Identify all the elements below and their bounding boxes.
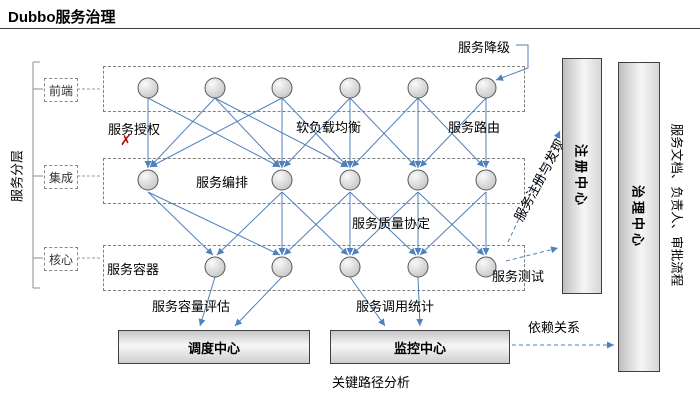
label-service-container: 服务容器 xyxy=(107,262,160,277)
monitor-center-box: 监控中心 xyxy=(330,330,510,364)
dispatch-center-label: 调度中心 xyxy=(187,340,240,356)
page-title: Dubbo服务治理 xyxy=(8,9,116,26)
row-frame-core xyxy=(103,245,525,291)
layer-box-frontend: 前端 xyxy=(44,78,78,102)
governance-note: 服务文档、负责人、审批流程 xyxy=(669,123,684,287)
governance-center-label: 治理中心 xyxy=(630,184,646,250)
label-service-route: 服务路由 xyxy=(448,120,501,135)
layer-label-integration: 集成 xyxy=(48,170,73,185)
layer-box-integration: 集成 xyxy=(44,165,78,189)
row-frame-integration xyxy=(103,158,525,204)
monitor-center-label: 监控中心 xyxy=(393,340,446,356)
row-frame-frontend xyxy=(103,66,525,112)
label-critical-path: 关键路径分析 xyxy=(332,375,411,390)
label-service-qos: 服务质量协定 xyxy=(352,216,431,231)
layer-label-frontend: 前端 xyxy=(48,83,73,98)
label-capacity-eval: 服务容量评估 xyxy=(152,299,231,314)
label-soft-load-balance: 软负载均衡 xyxy=(296,120,362,135)
layer-box-core: 核心 xyxy=(44,247,78,271)
denied-x-mark: ✗ xyxy=(120,132,132,148)
registry-center-box: 注册中心 xyxy=(562,58,602,294)
label-service-test: 服务测试 xyxy=(492,269,545,284)
label-service-orchestration: 服务编排 xyxy=(196,175,249,190)
dispatch-center-box: 调度中心 xyxy=(118,330,310,364)
label-invoke-stats: 服务调用统计 xyxy=(356,299,435,314)
registry-center-label: 注册中心 xyxy=(573,143,589,209)
layer-label-core: 核心 xyxy=(48,252,73,267)
header-divider xyxy=(0,28,700,29)
label-service-auth: 服务授权 xyxy=(108,122,161,137)
label-service-degrade: 服务降级 xyxy=(458,40,511,55)
governance-center-box: 治理中心 xyxy=(618,62,660,372)
layer-axis-label: 服务分层 xyxy=(9,149,25,203)
label-dependency: 依赖关系 xyxy=(528,320,581,335)
